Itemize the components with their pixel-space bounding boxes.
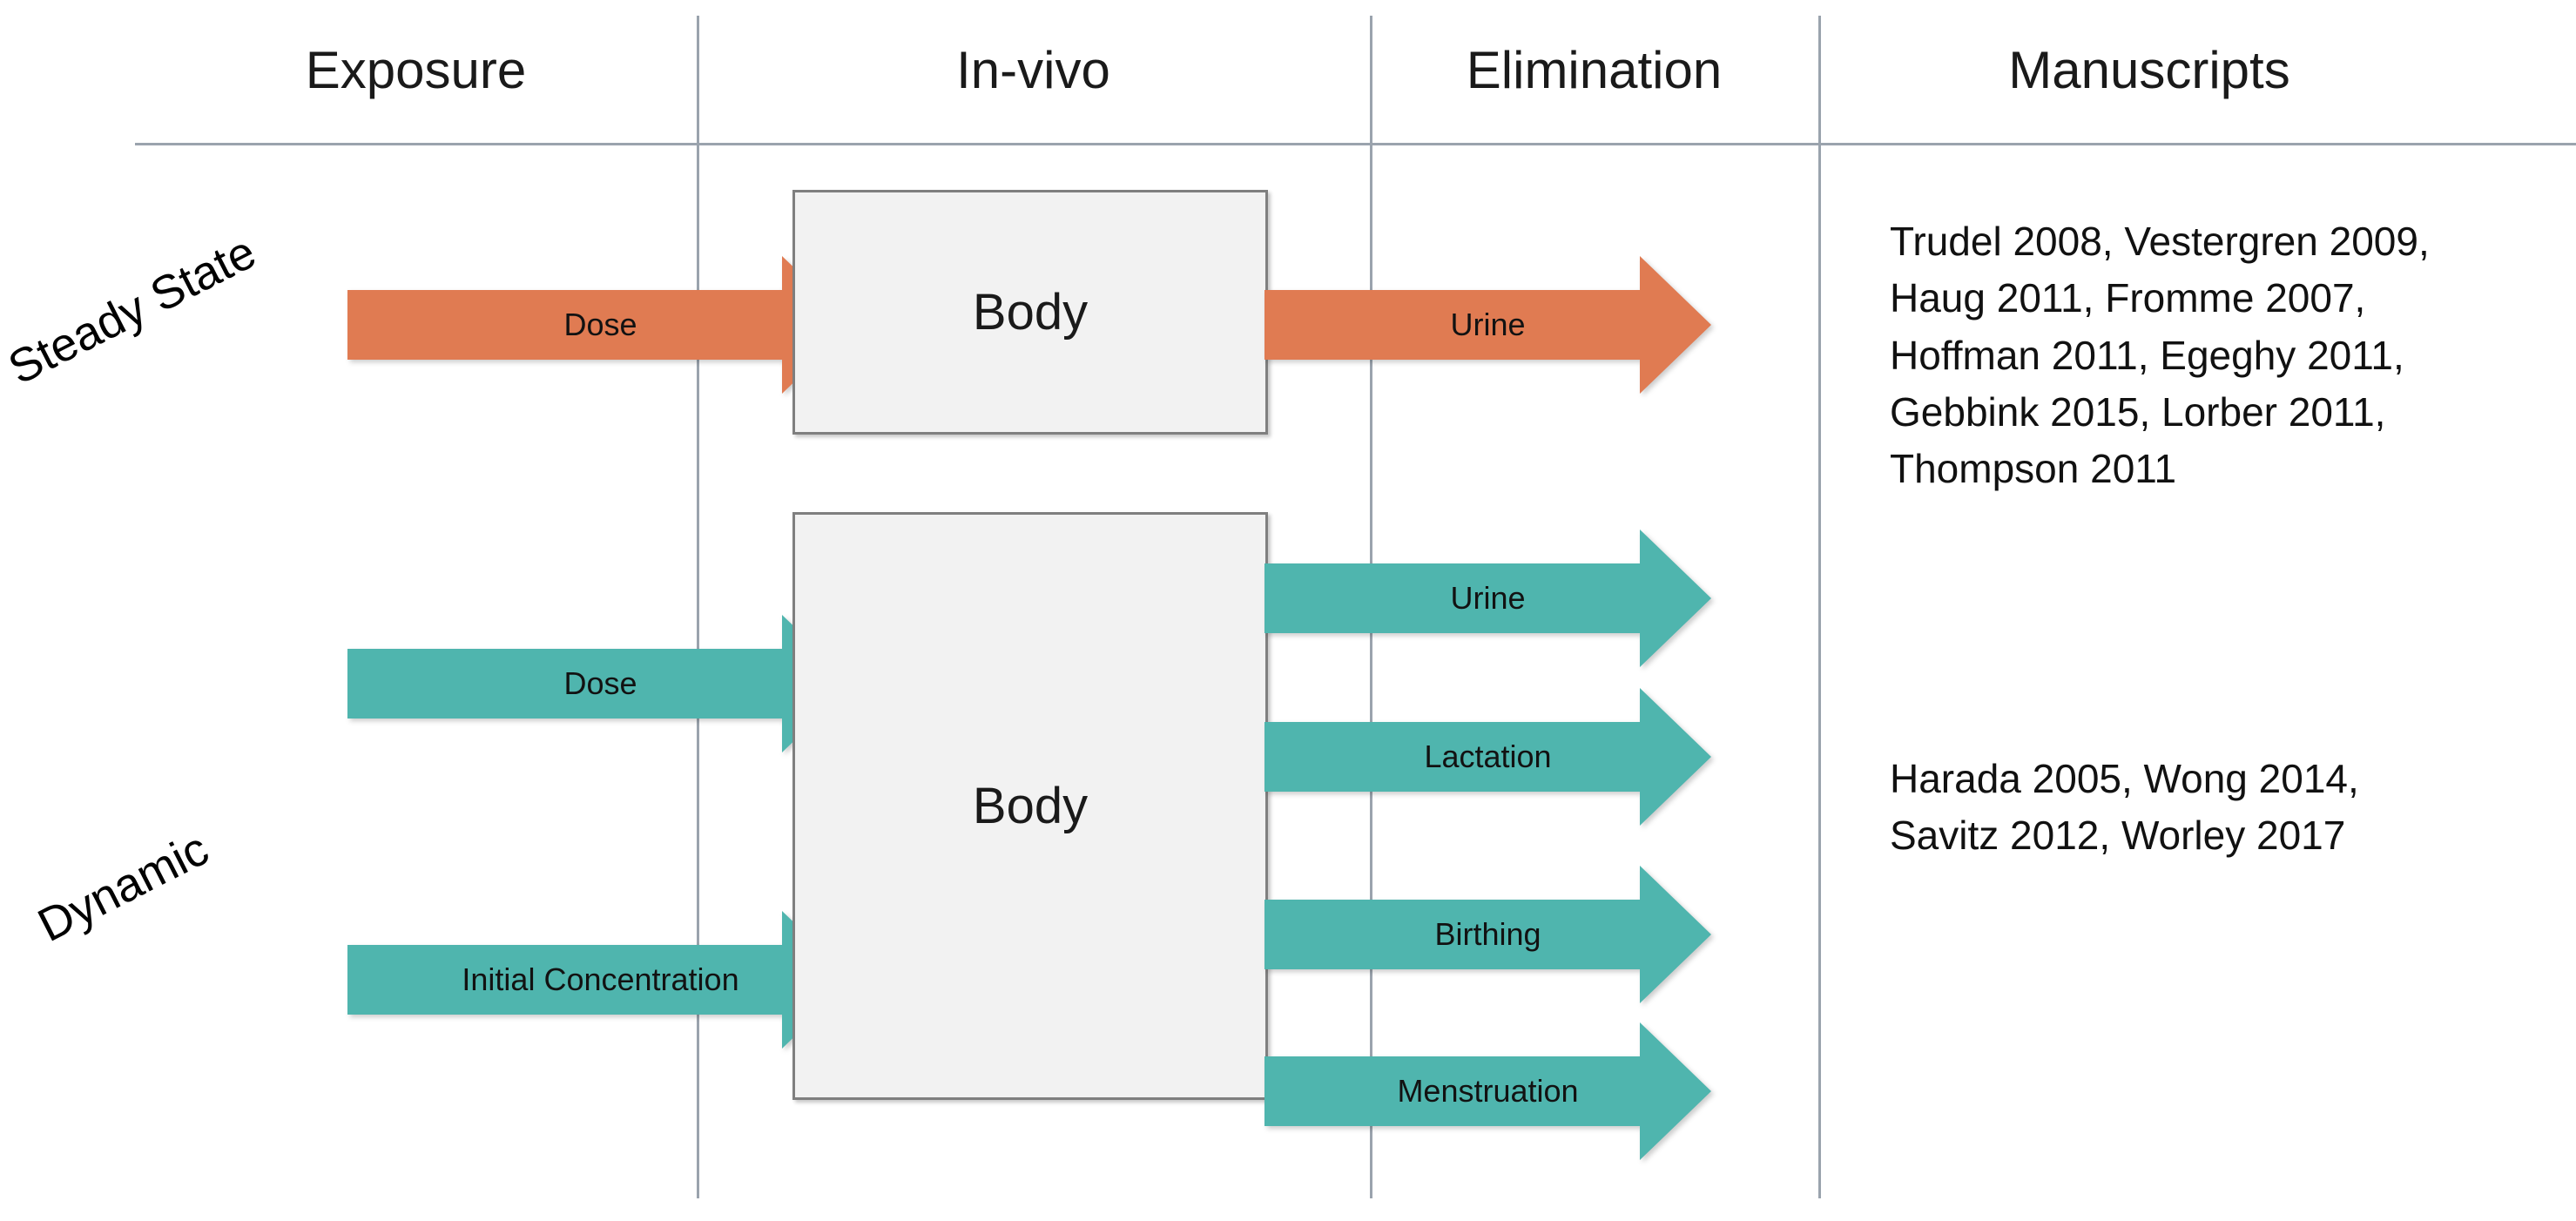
arrow-shape	[1264, 866, 1711, 1003]
column-header-elimination: Elimination	[1466, 41, 1723, 99]
arrow-exposure-dose-steady-state: Dose	[347, 256, 853, 394]
manuscripts-dynamic: Harada 2005, Wong 2014, Savitz 2012, Wor…	[1890, 756, 2359, 859]
arrow-exposure-dose-dynamic: Dose	[347, 615, 853, 752]
column-divider-exposure-invivo	[697, 16, 699, 1198]
column-divider-elimination-manuscripts	[1818, 16, 1821, 1198]
manuscripts-steady-state: Trudel 2008, Vestergren 2009, Haug 2011,…	[1890, 219, 2430, 492]
arrow-shape	[1264, 530, 1711, 667]
arrow-elimination-menstruation-dynamic: Menstruation	[1264, 1022, 1711, 1160]
arrow-elimination-urine-steady-state: Urine	[1264, 256, 1711, 394]
body-box-dynamic: Body	[792, 512, 1268, 1100]
column-header-manuscripts: Manuscripts	[2008, 41, 2290, 99]
arrow-elimination-urine-dynamic: Urine	[1264, 530, 1711, 667]
arrow-elimination-lactation-dynamic: Lactation	[1264, 688, 1711, 826]
body-box-label: Body	[972, 284, 1089, 341]
row-label-steady-state: Steady State	[0, 226, 265, 395]
arrow-exposure-initial-concentration-dynamic: Initial Concentration	[347, 911, 853, 1049]
arrow-shape	[347, 615, 853, 752]
arrow-shape	[347, 256, 853, 394]
arrow-shape	[347, 911, 853, 1049]
arrow-shape	[1264, 688, 1711, 826]
body-box-steady-state: Body	[792, 190, 1268, 435]
column-header-exposure: Exposure	[305, 41, 527, 99]
column-header-in-vivo: In-vivo	[956, 41, 1110, 99]
header-horizontal-rule	[135, 143, 2576, 145]
arrow-elimination-birthing-dynamic: Birthing	[1264, 866, 1711, 1003]
body-box-label: Body	[972, 778, 1089, 834]
row-label-dynamic: Dynamic	[30, 822, 217, 953]
arrow-shape	[1264, 256, 1711, 394]
arrow-shape	[1264, 1022, 1711, 1160]
